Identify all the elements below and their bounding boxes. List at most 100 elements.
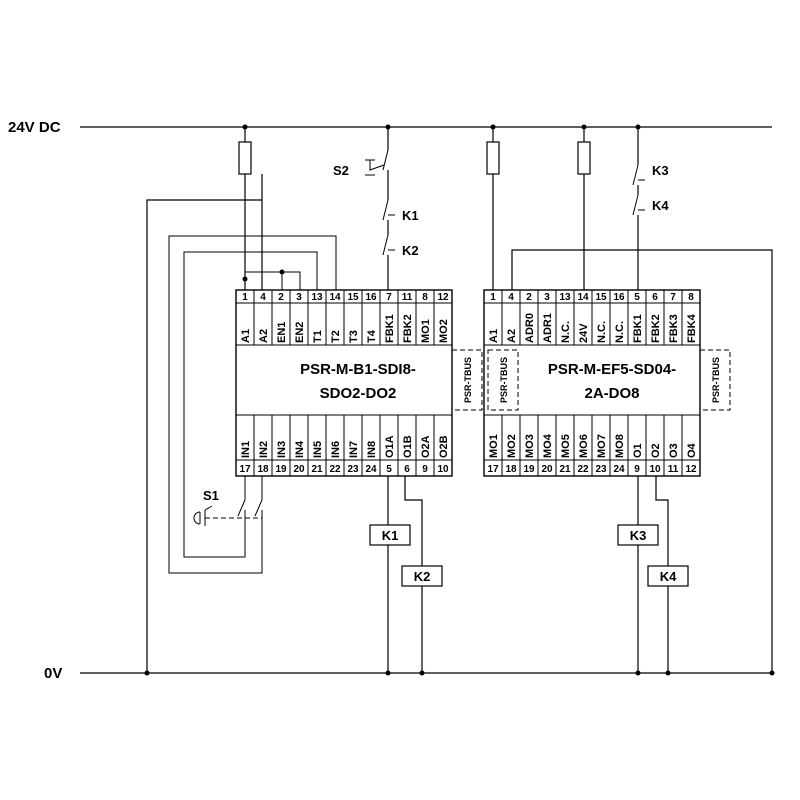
module2-top-terminals-4: 13 [559,292,571,303]
fuse-1 [238,141,252,175]
module1-bottom-signals-0: IN1 [240,441,252,458]
relay-k4-coil [647,565,689,587]
module2-bottom-terminals-9: 10 [649,464,661,475]
module2-top-terminals-8: 5 [634,292,640,303]
module1-bottom-signals-1: IN2 [258,441,270,458]
module1-bottom-terminals-10: 9 [422,464,428,475]
module2-name-line1: PSR-M-EF5-SD04- [548,361,676,378]
module1-bottom-signals-6: IN7 [348,441,360,458]
module1-bottom-signals-3: IN4 [294,440,306,458]
module1-bottom-signals-4: IN5 [312,441,324,458]
emergency-stop-s1 [193,499,263,526]
module2-bottom-terminals-3: 20 [541,464,553,475]
module1-top-terminals-10: 8 [422,292,428,303]
module2-bottom-signals-1: MO2 [506,434,518,458]
module1-bottom-signals-10: O2A [420,435,432,458]
module2-top-signals-1: A2 [506,329,518,343]
module2-top-signals-10: FBK3 [668,314,680,343]
module1-bottom-signals-2: IN3 [276,441,288,458]
relay-k1-label: K1 [382,528,399,543]
module1-name-line1: PSR-M-B1-SDI8- [300,361,416,378]
module1-top-signals-8: FBK1 [384,314,396,343]
module2-bottom-terminals-10: 11 [668,464,679,475]
module1-top-terminals-8: 7 [386,292,392,303]
module1-top-signals-6: T3 [348,330,360,343]
module1-bottom-terminals-5: 22 [329,464,341,475]
module2-top-signals-11: FBK4 [686,313,698,343]
module1-bus-label: PSR-TBUS [463,357,473,403]
module2-bottom-terminals-0: 17 [487,464,499,475]
s2-label: S2 [333,163,349,178]
relay-k3-label: K3 [630,528,647,543]
module2-bottom-signals-8: O1 [632,443,644,458]
relay-k3-coil [617,524,659,546]
module2-top-terminals-3: 3 [544,292,550,303]
module2-bottom-terminals-5: 22 [577,464,589,475]
module2-bottom-signals-7: MO8 [614,434,626,458]
fuse-2 [486,141,500,175]
contact-k2 [382,234,395,256]
module1-top-terminals-11: 12 [437,292,449,303]
module2-top-terminals-9: 6 [652,292,658,303]
module1-name-line2: SDO2-DO2 [320,385,397,402]
module2-top-terminals-0: 1 [490,292,496,303]
rail-0v-label: 0V [44,665,62,682]
contact-k2-label: K2 [402,243,419,258]
module2-bottom-signals-4: MO5 [560,434,572,458]
module1-top-signals-0: A1 [240,329,252,343]
module1-top-signals-9: FBK2 [402,314,414,343]
switch-s2 [365,149,389,176]
contact-k1-label: K1 [402,208,419,223]
module1-top-signals-11: MO2 [438,319,450,343]
rail-24v-label: 24V DC [8,119,61,136]
module2-top-signals-5: 24V [578,323,590,343]
module1-top-terminals-7: 16 [365,292,377,303]
module2-bottom-terminals-11: 12 [685,464,697,475]
module2-top-signals-4: N.C. [560,321,572,343]
module2-bottom-terminals-1: 18 [505,464,517,475]
s1-label: S1 [203,488,219,503]
module1-top-terminals-1: 4 [260,292,266,303]
module2-top-terminals-5: 14 [577,292,589,303]
module1-top-terminals-5: 14 [329,292,341,303]
module2-top-signals-2: ADR0 [524,313,536,343]
module1-top-signals-1: A2 [258,329,270,343]
module1-bottom-signals-5: IN6 [330,441,342,458]
module1-bottom-terminals-1: 18 [257,464,269,475]
module2-top-signals-3: ADR1 [542,313,554,343]
module1-top-signals-2: EN1 [276,322,288,343]
module2-top-terminals-10: 7 [670,292,676,303]
module1-top-terminals-0: 1 [242,292,248,303]
contact-k1 [382,199,395,221]
module1-top-signals-3: EN2 [294,322,306,343]
module2-bottom-terminals-8: 9 [634,464,640,475]
module1-bottom-signals-11: O2B [438,435,450,458]
module1-bottom-terminals-7: 24 [365,464,377,475]
relay-k2-coil [401,565,443,587]
module2-bottom-terminals-2: 19 [523,464,535,475]
module2-bottom-terminals-7: 24 [613,464,625,475]
module1-bottom-signals-7: IN8 [366,441,378,458]
module2-bottom-signals-9: O2 [650,443,662,458]
module2-bottom-signals-5: MO6 [578,434,590,458]
module2-bus-label-right: PSR-TBUS [711,357,721,403]
module2-top-terminals-11: 8 [688,292,694,303]
module2-bottom-terminals-4: 21 [559,464,571,475]
module2-top-terminals-2: 2 [526,292,532,303]
module2-bottom-signals-10: O3 [668,443,680,458]
module1-top-terminals-9: 11 [402,292,413,303]
module1-top-terminals-6: 15 [347,292,359,303]
module2-name-line2: 2A-DO8 [584,385,639,402]
fuse-3 [577,141,591,175]
module2-bottom-signals-3: MO4 [542,433,554,458]
module2-top-signals-7: N.C. [614,321,626,343]
contact-k3 [632,164,645,186]
module1-bottom-terminals-11: 10 [437,464,449,475]
module2-bottom-signals-0: MO1 [488,434,500,458]
contact-k3-label: K3 [652,163,669,178]
contact-k4-label: K4 [652,198,669,213]
module2-top-terminals-7: 16 [613,292,625,303]
module2-top-signals-9: FBK2 [650,314,662,343]
module1-bottom-signals-8: O1A [384,435,396,458]
